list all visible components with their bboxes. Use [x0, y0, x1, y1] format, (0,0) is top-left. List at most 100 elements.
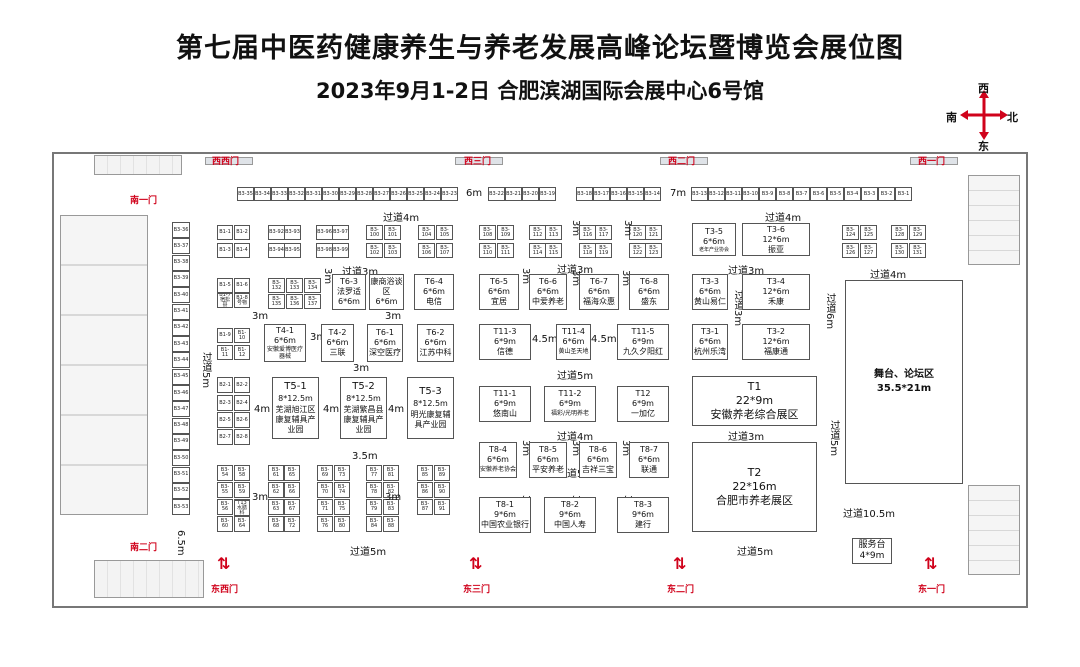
- booth-B3-27[interactable]: B3-27: [373, 187, 390, 201]
- booth-T6-1[interactable]: T6-1 6*6m 深空医疗: [367, 324, 403, 362]
- booth-B3-1[interactable]: B3-1: [895, 187, 912, 201]
- booth-T8-2[interactable]: T8-2 9*6m 中国人寿: [544, 497, 596, 533]
- stage-forum-area[interactable]: 舞台、论坛区 35.5*21m: [845, 280, 963, 484]
- booth-T8-5[interactable]: T8-5 6*6m 平安养老: [529, 442, 567, 478]
- booth-B3-133[interactable]: B3-133: [286, 278, 303, 293]
- booth-B3-106[interactable]: B3-106: [418, 243, 435, 258]
- booth-B3-43[interactable]: B3-43: [172, 336, 190, 353]
- booth-B3-26[interactable]: B3-26: [390, 187, 407, 201]
- booth-T11-2[interactable]: T11-2 6*9m 福彩/光明养老: [544, 386, 596, 422]
- booth-B3-74[interactable]: B3-74: [334, 482, 350, 498]
- gate-east-2[interactable]: 东二门: [667, 585, 695, 595]
- gate-south-1[interactable]: 南一门: [130, 196, 158, 206]
- booth-B3-47[interactable]: B3-47: [172, 401, 190, 418]
- booth-B3-69[interactable]: B3-69: [317, 465, 333, 481]
- booth-B3-54[interactable]: B3-54: [217, 465, 233, 481]
- booth-B3-93[interactable]: B3-93: [284, 225, 301, 240]
- booth-B3-122[interactable]: B3-122: [629, 243, 646, 258]
- booth-B3-105[interactable]: B3-105: [436, 225, 453, 240]
- booth-B1-2[interactable]: B1-2: [234, 225, 250, 240]
- booth-B3-100[interactable]: B3-100: [366, 225, 383, 240]
- booth-B3-135[interactable]: B3-135: [268, 294, 285, 309]
- booth-B3-68[interactable]: B3-68: [268, 516, 284, 532]
- booth-B3-128[interactable]: B3-128: [891, 225, 908, 240]
- booth-B1-3[interactable]: B1-3: [217, 243, 233, 258]
- booth-B3-103[interactable]: B3-103: [384, 243, 401, 258]
- booth-B3-56[interactable]: B3-56: [217, 499, 233, 515]
- booth-B3-117[interactable]: B3-117: [595, 225, 612, 240]
- booth-B3-83[interactable]: B3-83: [383, 499, 399, 515]
- booth-B3-33[interactable]: B3-33: [271, 187, 288, 201]
- booth-B3-3[interactable]: B3-3: [861, 187, 878, 201]
- booth-T3-6[interactable]: T3-6 12*6m 振亚: [742, 223, 810, 256]
- booth-B3-90[interactable]: B3-90: [434, 482, 450, 498]
- booth-T3-1[interactable]: T3-1 6*6m 杭州乐湾: [692, 324, 728, 360]
- booth-B3-109[interactable]: B3-109: [497, 225, 514, 240]
- booth-B3-48[interactable]: B3-48: [172, 417, 190, 434]
- booth-T8-7[interactable]: T8-7 6*6m 联通: [629, 442, 669, 478]
- booth-B3-137[interactable]: B3-137: [304, 294, 321, 309]
- booth-B3-61[interactable]: B3-61: [268, 465, 284, 481]
- booth-T8-3[interactable]: T8-3 9*6m 建行: [617, 497, 669, 533]
- booth-B3-53[interactable]: B3-53: [172, 499, 190, 516]
- gate-west-1[interactable]: 西一门: [918, 157, 946, 167]
- booth-B3-46[interactable]: B3-46: [172, 385, 190, 401]
- booth-T8-4[interactable]: T8-4 6*6m 安徽养老协会: [479, 442, 517, 478]
- booth-B3-112[interactable]: B3-112: [529, 225, 546, 240]
- booth-B3-66[interactable]: B3-66: [284, 482, 300, 498]
- booth-B3-7[interactable]: B3-7: [793, 187, 810, 201]
- booth-B3-11[interactable]: B3-11: [725, 187, 742, 201]
- booth-B3-14[interactable]: B3-14: [644, 187, 661, 201]
- booth-B3-21[interactable]: B3-21: [505, 187, 522, 201]
- booth-T4-1[interactable]: T4-1 6*6m 安徽爱博医疗器械: [264, 324, 306, 362]
- booth-B3-98[interactable]: B3-98: [316, 243, 333, 258]
- booth-B1-4[interactable]: B1-4: [234, 243, 250, 258]
- booth-T11-4[interactable]: T11-4 6*6m 黄山圣天地: [556, 324, 591, 360]
- gate-west-2[interactable]: 西二门: [668, 157, 696, 167]
- booth-B3-59[interactable]: B3-59: [234, 482, 250, 498]
- gate-west-west[interactable]: 西西门: [212, 157, 240, 167]
- booth-T5-1[interactable]: T5-1 8*12.5m 芜湖旭江区康复辅具产业园: [272, 377, 319, 439]
- booth-B2-5[interactable]: B2-5: [217, 412, 233, 428]
- booth-B3-30[interactable]: B3-30: [322, 187, 339, 201]
- booth-B3-5[interactable]: B3-5: [827, 187, 844, 201]
- booth-B3-121[interactable]: B3-121: [645, 225, 662, 240]
- booth-B3-19[interactable]: B3-19: [539, 187, 556, 201]
- booth-B3-49[interactable]: B3-49: [172, 433, 190, 450]
- booth-B1-6[interactable]: B1-6: [234, 278, 250, 293]
- booth-T3-2[interactable]: T3-2 12*6m 福康通: [742, 324, 810, 360]
- booth-B1-11[interactable]: B1-11: [217, 345, 233, 360]
- booth-B3-134[interactable]: B3-134: [304, 278, 321, 293]
- booth-B3-22[interactable]: B3-22: [488, 187, 505, 201]
- booth-B3-35[interactable]: B3-35: [237, 187, 254, 201]
- booth-B2-1[interactable]: B2-1: [217, 377, 233, 393]
- booth-T6-6[interactable]: T6-6 6*6m 中爱养老: [529, 274, 567, 310]
- booth-B3-77[interactable]: B3-77: [366, 465, 382, 481]
- booth-B3-18[interactable]: B3-18: [576, 187, 593, 201]
- booth-B3-23[interactable]: B3-23: [441, 187, 458, 201]
- booth-B3-70[interactable]: B3-70: [317, 482, 333, 498]
- service-desk[interactable]: 服务台 4*9m: [852, 538, 892, 564]
- booth-B3-6[interactable]: B3-6: [810, 187, 827, 201]
- booth-B3-116[interactable]: B3-116: [579, 225, 596, 240]
- booth-B3-45[interactable]: B3-45: [172, 368, 190, 385]
- booth-B3-75[interactable]: B3-75: [334, 499, 350, 515]
- booth-B3-73[interactable]: B3-73: [334, 465, 350, 481]
- booth-T6-4[interactable]: T6-4 6*6m 电信: [414, 274, 454, 310]
- booth-T6-2[interactable]: T6-2 6*6m 江苏中科: [417, 324, 454, 362]
- booth-B3-16[interactable]: B3-16: [610, 187, 627, 201]
- gate-south-2[interactable]: 南二门: [130, 543, 158, 553]
- booth-B1-10[interactable]: B1-10: [234, 328, 250, 343]
- booth-B1-5[interactable]: B1-5: [217, 278, 233, 293]
- gate-west-3[interactable]: 西三门: [464, 157, 492, 167]
- booth-B3-52[interactable]: B3-52: [172, 482, 190, 499]
- booth-B3-123[interactable]: B3-123: [645, 243, 662, 258]
- booth-B3-65[interactable]: B3-65: [284, 465, 300, 481]
- booth-B1-12[interactable]: B1-12: [234, 345, 250, 360]
- booth-B3-15[interactable]: B3-15: [627, 187, 644, 201]
- booth-B3-4[interactable]: B3-4: [844, 187, 861, 201]
- booth-B3-63[interactable]: B3-63: [268, 499, 284, 515]
- booth-B3-89[interactable]: B3-89: [434, 465, 450, 481]
- booth-B1-1[interactable]: B1-1: [217, 225, 233, 240]
- booth-T8-6[interactable]: T8-6 6*6m 吉祥三宝: [579, 442, 617, 478]
